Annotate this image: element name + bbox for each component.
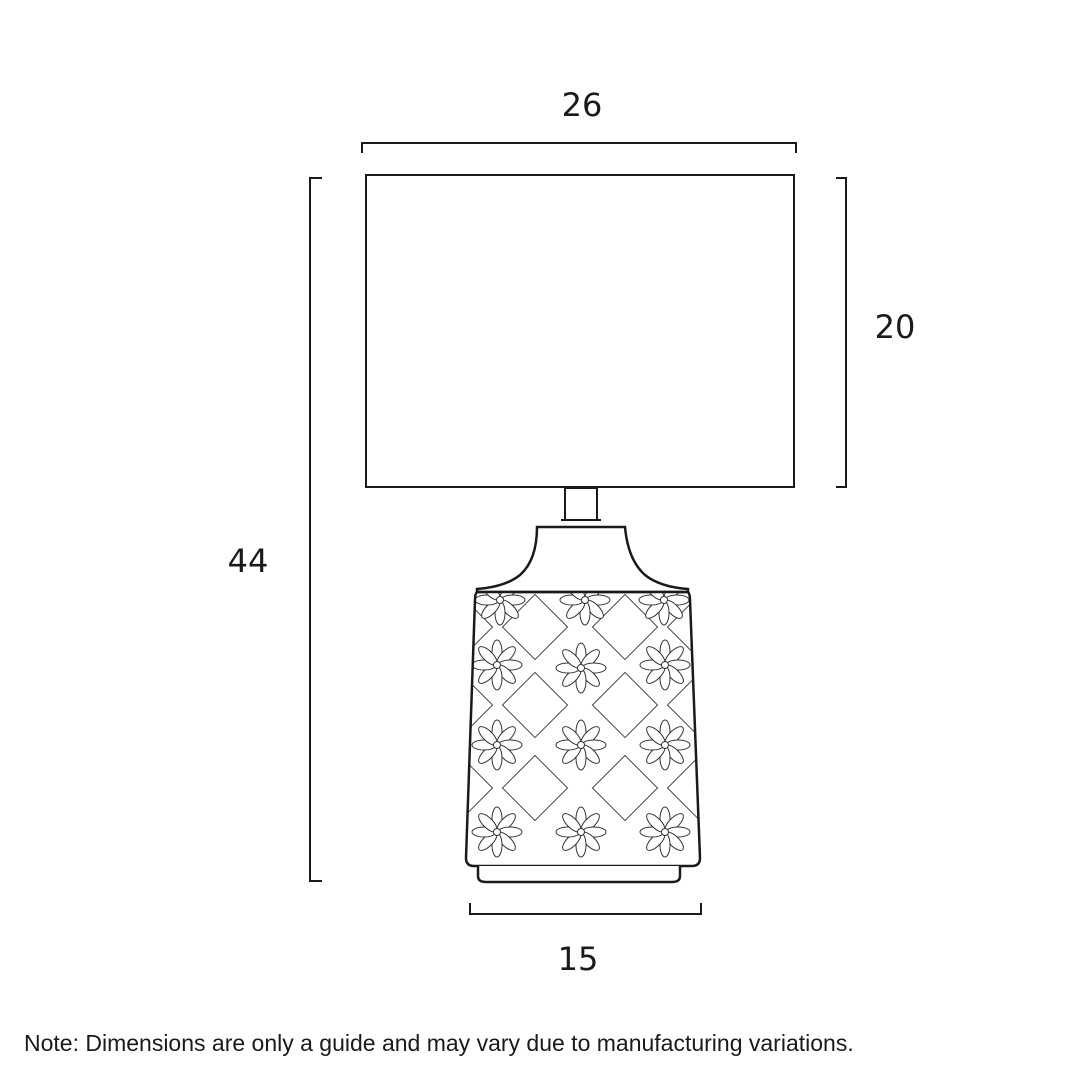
total-height-label: 44 — [228, 542, 269, 580]
shade-height-bracket — [836, 177, 847, 488]
dimensions-note: Note: Dimensions are only a guide and ma… — [24, 1030, 854, 1056]
lamp-body-outline — [464, 590, 702, 868]
base-width-dimension: 15 — [469, 903, 702, 978]
lamp-body — [464, 590, 702, 868]
shade-width-label: 26 — [562, 86, 603, 124]
lamp-socket — [561, 487, 601, 521]
base-width-label: 15 — [558, 940, 599, 978]
shade-height-label: 20 — [875, 308, 916, 346]
lamp-foot — [476, 866, 682, 884]
shade-width-bracket — [361, 142, 797, 153]
lamp-shade — [365, 174, 795, 488]
shade-height-dimension: 20 — [836, 177, 916, 488]
shade-width-dimension: 26 — [361, 86, 797, 153]
total-height-dimension: 44 — [228, 177, 322, 882]
base-width-bracket — [469, 903, 702, 915]
total-height-bracket — [309, 177, 322, 882]
lamp-neck — [475, 525, 690, 594]
